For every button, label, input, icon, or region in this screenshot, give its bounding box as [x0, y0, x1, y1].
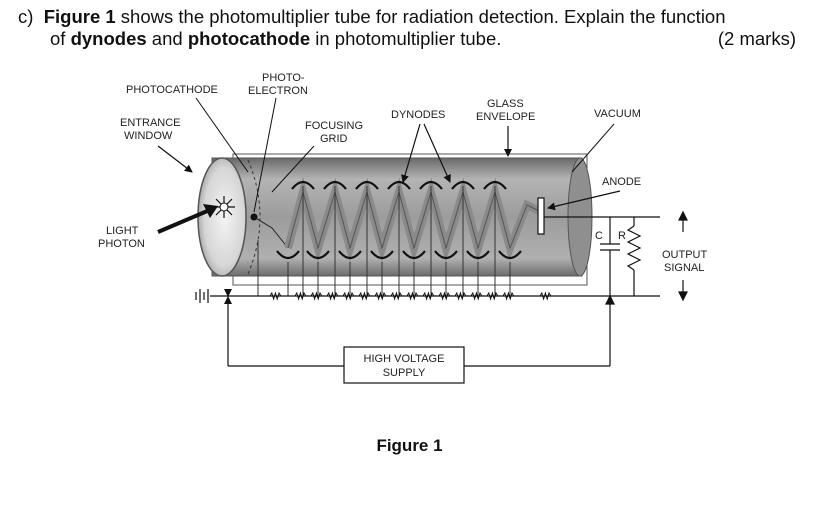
photocathode-label: PHOTOCATHODE — [126, 84, 218, 96]
output-signal-label-2: SIGNAL — [664, 262, 704, 274]
dynode-top-1 — [291, 180, 315, 190]
photoelectron-leader — [253, 97, 277, 213]
vacuum-leader — [571, 123, 615, 173]
dynode-top-7 — [483, 180, 507, 190]
dynode-top-3 — [355, 180, 379, 190]
dynode-bottom-5 — [402, 250, 426, 260]
light-photon-label-1: LIGHT — [106, 225, 139, 237]
dynodes-label: DYNODES — [391, 109, 445, 121]
dynode-top-5 — [419, 180, 443, 190]
output-signal-label-1: OUTPUT — [662, 249, 708, 261]
dynode-bottom-3 — [338, 250, 362, 260]
dynode-bottom-6 — [434, 250, 458, 260]
light-photon-arrow — [157, 196, 235, 234]
supply-wires — [224, 289, 615, 367]
dynode-bottom-4 — [370, 250, 394, 260]
photoelectron-label-1: PHOTO- — [262, 72, 305, 84]
glass-envelope-label-2: ENVELOPE — [476, 111, 535, 123]
entrance-window-label-2: WINDOW — [124, 130, 173, 142]
dynode-bottom-1 — [276, 250, 300, 260]
entrance-window-label-1: ENTRANCE — [120, 117, 181, 129]
output-circuit — [582, 216, 660, 297]
dynodes-arrow-1 — [401, 123, 421, 183]
resistor-label: R — [618, 230, 626, 242]
hv-supply-label-2: SUPPLY — [383, 367, 426, 379]
battery-icon — [195, 289, 209, 303]
dynode-top-6 — [451, 180, 475, 190]
photoelectron-label-2: ELECTRON — [248, 85, 308, 97]
dynode-leads — [287, 186, 511, 296]
question-line-1: c) Figure 1 shows the photomultiplier tu… — [18, 6, 808, 28]
focusing-grid-label-1: FOCUSING — [305, 120, 363, 132]
focusing-grid-label-2: GRID — [320, 133, 348, 145]
term-dynodes: dynodes — [70, 28, 147, 49]
question-and: and — [146, 28, 188, 49]
focusing-grid-leader — [271, 145, 315, 193]
figure-caption: Figure 1 — [376, 436, 443, 455]
output-signal-arrows — [678, 210, 688, 302]
entrance-window-arrow — [157, 145, 193, 173]
hv-supply-label-1: HIGH VOLTAGE — [364, 353, 445, 365]
question-line-1-text: shows the photomultiplier tube for radia… — [115, 6, 726, 27]
figure-reference: Figure 1 — [43, 6, 116, 27]
question-line-2-text: in photomultiplier tube. — [310, 28, 502, 49]
high-voltage-supply — [343, 346, 465, 384]
dynode-bottom-2 — [306, 250, 330, 260]
dynode-bottom-7 — [466, 250, 490, 260]
photocathode — [247, 159, 261, 275]
dynodes-arrow-2 — [423, 123, 451, 183]
anode-arrow — [547, 190, 621, 211]
anode-plate — [537, 197, 545, 235]
question-text: c) Figure 1 shows the photomultiplier tu… — [18, 6, 808, 50]
question-line-2: of dynodes and photocathode in photomult… — [18, 28, 808, 50]
dynode-top-2 — [323, 180, 347, 190]
divider-resistors — [269, 291, 552, 301]
electron-path — [253, 216, 289, 249]
glass-envelope-label-1: GLASS — [487, 98, 524, 110]
capacitor-label: C — [595, 230, 603, 242]
anode-label: ANODE — [602, 176, 641, 188]
vacuum-label: VACUUM — [594, 108, 641, 120]
photocathode-leader — [195, 97, 249, 173]
dynode-bottom-8 — [498, 250, 522, 260]
term-photocathode: photocathode — [187, 28, 311, 49]
question-part: c) — [18, 6, 34, 27]
entrance-window — [197, 157, 247, 277]
marks-label: (2 marks) — [717, 28, 796, 49]
dynode-top-4 — [387, 180, 411, 190]
question-of: of — [50, 28, 71, 49]
light-photon-label-2: PHOTON — [98, 238, 145, 250]
